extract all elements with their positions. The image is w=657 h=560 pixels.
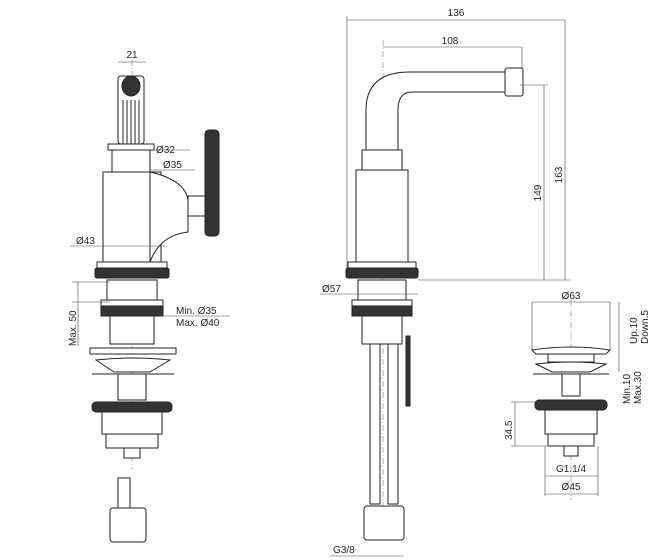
dim-deck-max: Max.30: [633, 371, 644, 404]
dim-stroke-up: Up.10: [629, 317, 640, 344]
dim-handle-width: 21: [126, 50, 138, 61]
dim-spout-reach: 108: [442, 36, 459, 47]
dim-body-height: 34.5: [504, 420, 515, 440]
waste-cap: [530, 346, 612, 355]
hose-left: [369, 343, 381, 505]
dim-cap-diameter: Ø63: [562, 291, 581, 302]
base-ring: [94, 267, 170, 279]
dim-waste-body-diameter: Ø45: [562, 482, 581, 493]
dim-max-deck: Max. 50: [68, 310, 79, 346]
hose-right: [387, 343, 399, 505]
spout: [365, 71, 521, 151]
side-view: 136 108 149 163 Ø57 G3/8: [320, 8, 570, 557]
dim-body-diameter: Ø43: [76, 236, 95, 247]
dim-overall-height: 163: [554, 166, 565, 183]
dim-collar-diameter: Ø32: [156, 145, 175, 156]
nozzle: [504, 67, 524, 97]
dim-thread: G1.1/4: [556, 464, 586, 475]
side-body: [355, 169, 409, 263]
dim-overall-reach: 136: [448, 8, 465, 19]
dim-stroke-down: Down.5: [640, 310, 651, 344]
lever-disc: [204, 129, 220, 237]
dim-body-upper-diameter: Ø35: [163, 160, 182, 171]
front-view: 21 Ø32 Ø35 Ø43 Max. 50 Min. Ø35 Max. Ø40: [68, 50, 230, 543]
dim-deck-min: Min.10: [622, 374, 633, 404]
knurling: [122, 100, 140, 144]
dim-hole-min: Min. Ø35: [176, 306, 217, 317]
waste-view: Ø63 Up.10 Down.5 Min.10 Max.30 34.5 G1.1…: [504, 291, 651, 500]
dim-base-diameter: Ø57: [322, 284, 341, 295]
dim-spout-height: 149: [533, 184, 544, 201]
dim-connection: G3/8: [333, 545, 355, 556]
dim-hole-max: Max. Ø40: [176, 318, 220, 329]
